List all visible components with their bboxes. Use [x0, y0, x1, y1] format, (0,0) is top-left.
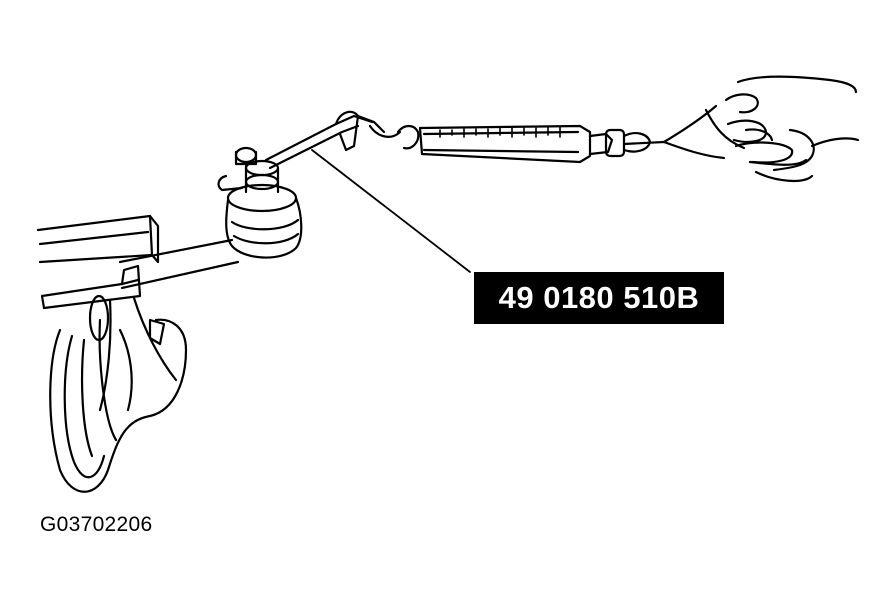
spring-scale-icon [420, 126, 664, 162]
hand-icon [664, 77, 858, 181]
part-number-callout: 49 0180 510B [474, 272, 724, 324]
figure-code: G03702206 [40, 513, 153, 536]
vise-icon [38, 216, 186, 492]
preload-attachment-icon [266, 112, 418, 168]
ball-joint-icon [120, 148, 301, 288]
callout-leader-line [312, 150, 470, 272]
